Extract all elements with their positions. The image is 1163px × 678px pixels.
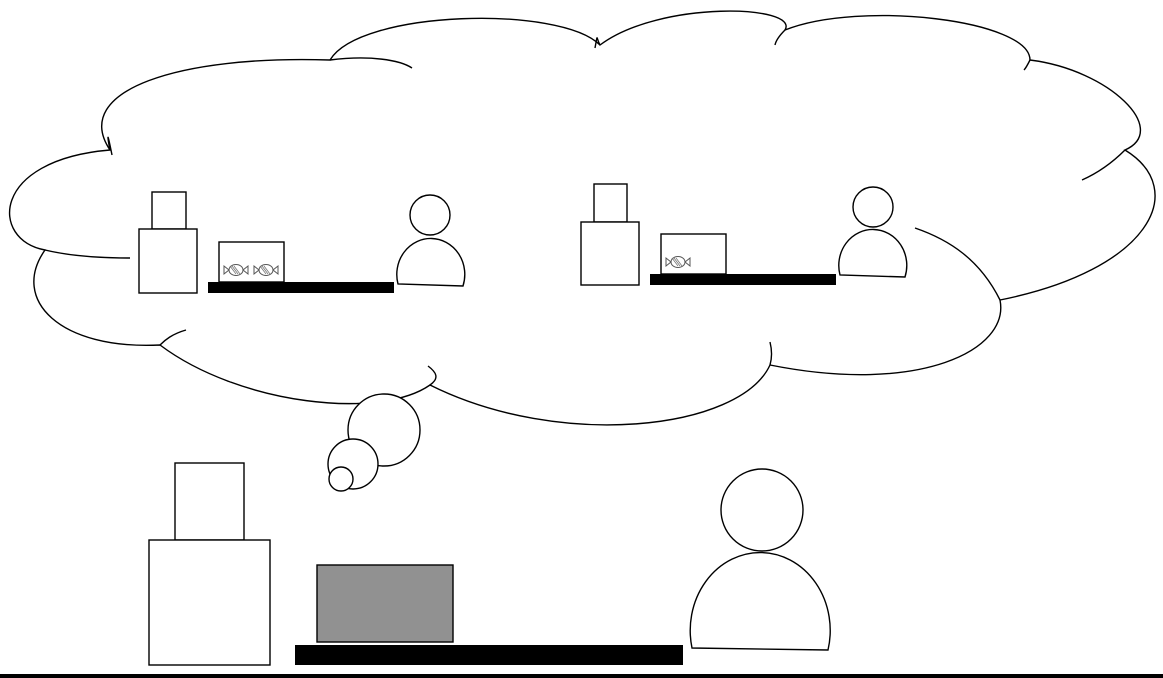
large-block bbox=[148, 539, 271, 666]
ground-line bbox=[0, 674, 1163, 678]
cloud-crease bbox=[769, 341, 773, 366]
person-head bbox=[409, 194, 451, 236]
candy-box-closed bbox=[316, 564, 454, 643]
cloud-crease bbox=[107, 136, 113, 156]
cloud-crease bbox=[594, 37, 601, 49]
person-head bbox=[852, 186, 894, 228]
cloud-crease bbox=[1023, 59, 1031, 71]
reality-scene bbox=[148, 462, 831, 666]
person-body bbox=[689, 551, 831, 651]
large-block bbox=[138, 228, 198, 294]
candy-box bbox=[660, 233, 727, 275]
candy-group bbox=[223, 264, 279, 276]
small-block bbox=[593, 183, 628, 223]
cloud-crease bbox=[774, 29, 786, 46]
thought-cloud-outline bbox=[8, 10, 1156, 426]
small-block bbox=[151, 191, 187, 230]
candy-icon bbox=[223, 264, 249, 276]
thought-panel-2 bbox=[580, 183, 908, 286]
person-body bbox=[396, 237, 466, 287]
person-body bbox=[838, 228, 908, 278]
cloud-crease bbox=[44, 249, 131, 259]
cloud-crease bbox=[1081, 149, 1126, 181]
thought-cloud bbox=[8, 10, 1156, 426]
cloud-crease bbox=[159, 329, 187, 346]
large-block bbox=[580, 221, 640, 286]
candy-icon bbox=[253, 264, 279, 276]
shelf bbox=[650, 274, 836, 285]
small-block bbox=[174, 462, 245, 541]
thought-bubble-small bbox=[328, 466, 354, 492]
shelf bbox=[208, 282, 394, 293]
cloud-crease bbox=[914, 227, 1001, 301]
thought-panel-1 bbox=[138, 191, 466, 294]
cloud-crease bbox=[329, 57, 413, 69]
candy-group bbox=[665, 256, 691, 268]
thought-bubbles bbox=[327, 393, 421, 492]
cloud-crease bbox=[427, 365, 437, 386]
candy-box bbox=[218, 241, 285, 283]
candy-icon bbox=[665, 256, 691, 268]
person-head bbox=[720, 468, 804, 552]
shelf bbox=[295, 645, 683, 665]
